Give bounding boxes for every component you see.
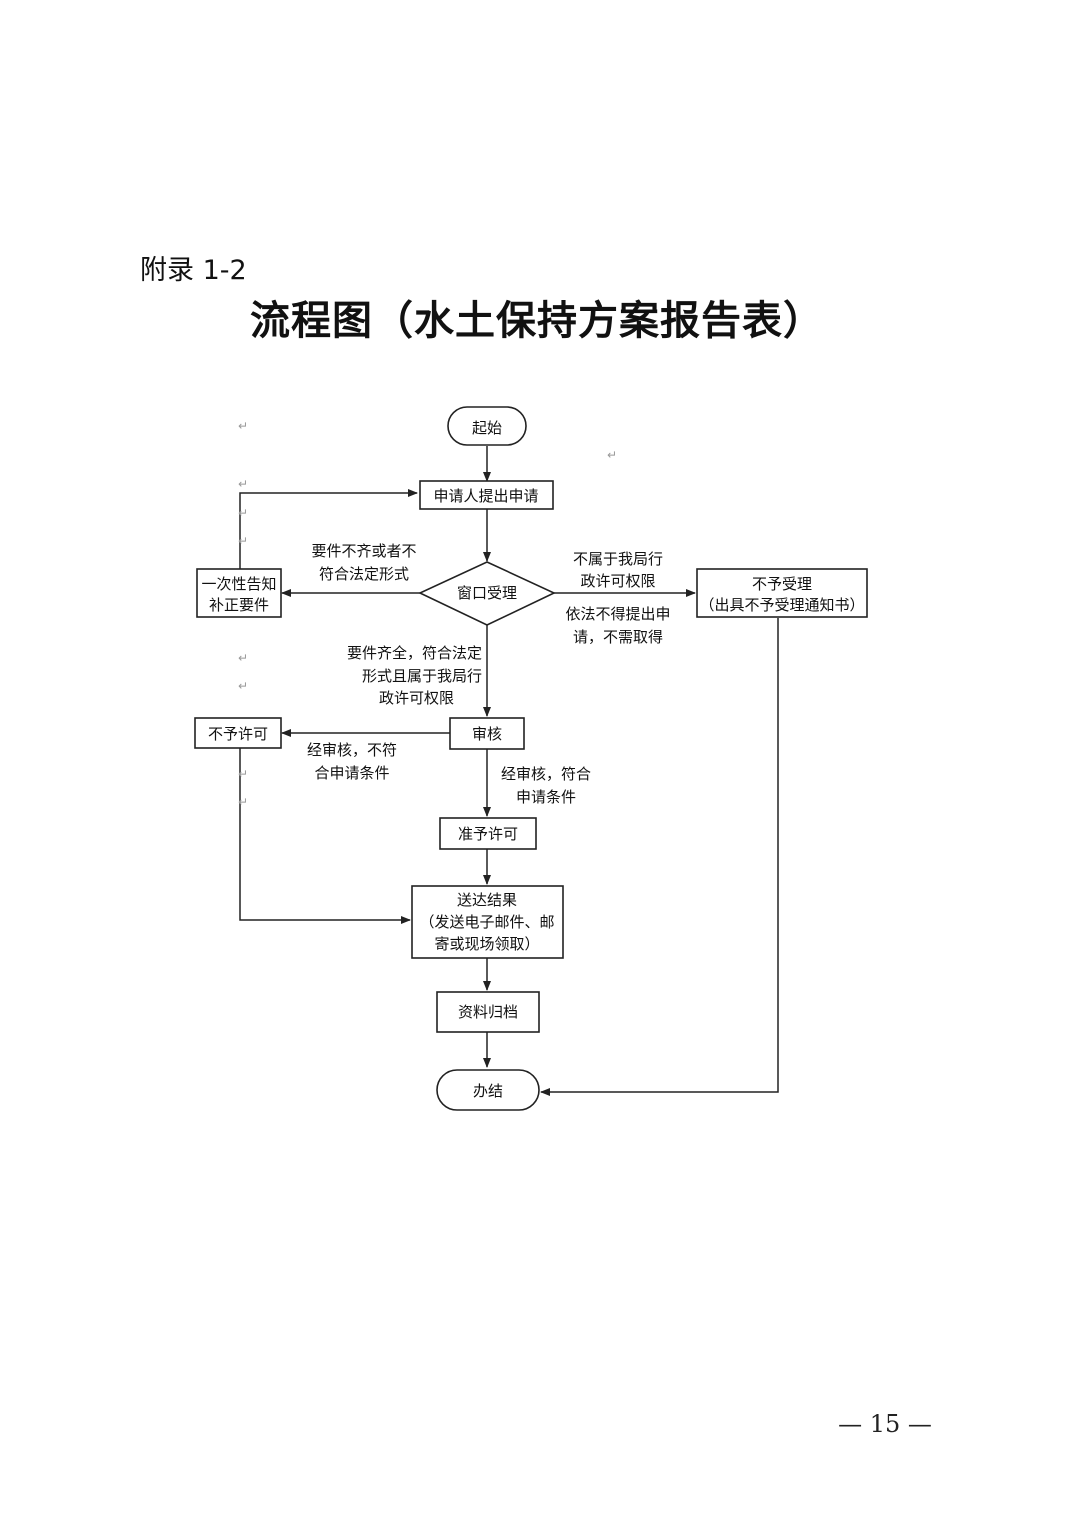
- edge-reject-end: [540, 618, 779, 1096]
- node-window-label: 窗口受理: [457, 584, 517, 602]
- edge-label-incomplete-line1: 要件不齐或者不: [311, 542, 416, 560]
- node-deliver-line2: （发送电子邮件、邮: [419, 913, 554, 931]
- node-deliver: 送达结果 （发送电子邮件、邮 寄或现场领取）: [411, 885, 564, 959]
- paragraph-mark: ↵: [238, 679, 248, 693]
- page-number: — 15 —: [838, 1410, 932, 1438]
- edge-label-pass-review-line2: 申请条件: [516, 788, 576, 806]
- node-reject-accept-line1: 不予受理: [752, 575, 812, 593]
- paragraph-marks: ↵ ↵ ↵ ↵ ↵ ↵ ↵ ↵ ↵: [238, 419, 617, 809]
- node-approve-label: 准予许可: [458, 825, 518, 843]
- node-supplement-line2: 补正要件: [209, 596, 269, 614]
- paragraph-mark: ↵: [238, 477, 248, 491]
- node-deny: 不予许可: [194, 717, 282, 749]
- node-archive-label: 资料归档: [458, 1003, 518, 1021]
- edge-label-incomplete-line2: 符合法定形式: [319, 565, 409, 583]
- paragraph-mark: ↵: [238, 767, 248, 781]
- edge-labels: 要件不齐或者不 符合法定形式 不属于我局行 政许可权限 依法不得提出申 请，不需…: [307, 542, 671, 806]
- node-apply-label: 申请人提出申请: [433, 487, 538, 505]
- paragraph-mark: ↵: [238, 795, 248, 809]
- paragraph-mark: ↵: [238, 419, 248, 433]
- paragraph-mark: ↵: [607, 448, 617, 462]
- appendix-label: 附录 1-2: [140, 255, 247, 286]
- node-reject-accept: 不予受理 （出具不予受理通知书）: [696, 568, 868, 618]
- edge-label-not-jurisdiction-line1: 不属于我局行: [573, 550, 663, 568]
- node-start: 起始: [447, 406, 527, 446]
- edge-label-complete-line1: 要件齐全，符合法定: [347, 644, 482, 662]
- paragraph-mark: ↵: [238, 534, 248, 548]
- node-supplement-line1: 一次性告知: [201, 575, 276, 593]
- paragraph-mark: ↵: [238, 651, 248, 665]
- node-approve: 准予许可: [439, 817, 537, 850]
- edge-label-not-required-line1: 依法不得提出申: [565, 605, 670, 623]
- node-window: 窗口受理: [418, 561, 556, 626]
- node-review-label: 审核: [472, 725, 502, 743]
- connectors: [239, 446, 779, 1096]
- node-reject-accept-line2: （出具不予受理通知书）: [699, 596, 864, 614]
- node-start-label: 起始: [472, 419, 502, 437]
- node-supplement: 一次性告知 补正要件: [196, 568, 282, 618]
- node-end: 办结: [436, 1069, 540, 1111]
- node-review: 审核: [449, 717, 525, 750]
- paragraph-mark: ↵: [238, 506, 248, 520]
- node-deny-label: 不予许可: [208, 725, 268, 743]
- edge-label-pass-review-line1: 经审核，符合: [501, 765, 591, 783]
- edge-label-not-required-line2: 请，不需取得: [573, 628, 663, 646]
- node-end-label: 办结: [473, 1082, 503, 1100]
- edge-label-not-jurisdiction-line2: 政许可权限: [580, 572, 655, 590]
- page-title: 流程图（水土保持方案报告表）: [250, 297, 824, 344]
- node-archive: 资料归档: [436, 991, 540, 1033]
- edge-label-complete-line2: 形式且属于我局行: [362, 667, 482, 685]
- edge-supplement-apply: [239, 489, 418, 569]
- edge-label-fail-review-line2: 合申请条件: [314, 764, 389, 782]
- node-deliver-line3: 寄或现场领取）: [434, 935, 539, 953]
- edge-label-complete-line3: 政许可权限: [379, 689, 454, 707]
- node-deliver-line1: 送达结果: [457, 891, 517, 909]
- edge-label-fail-review-line1: 经审核，不符: [307, 741, 397, 759]
- node-apply: 申请人提出申请: [419, 480, 554, 510]
- edge-deny-deliver: [239, 748, 411, 924]
